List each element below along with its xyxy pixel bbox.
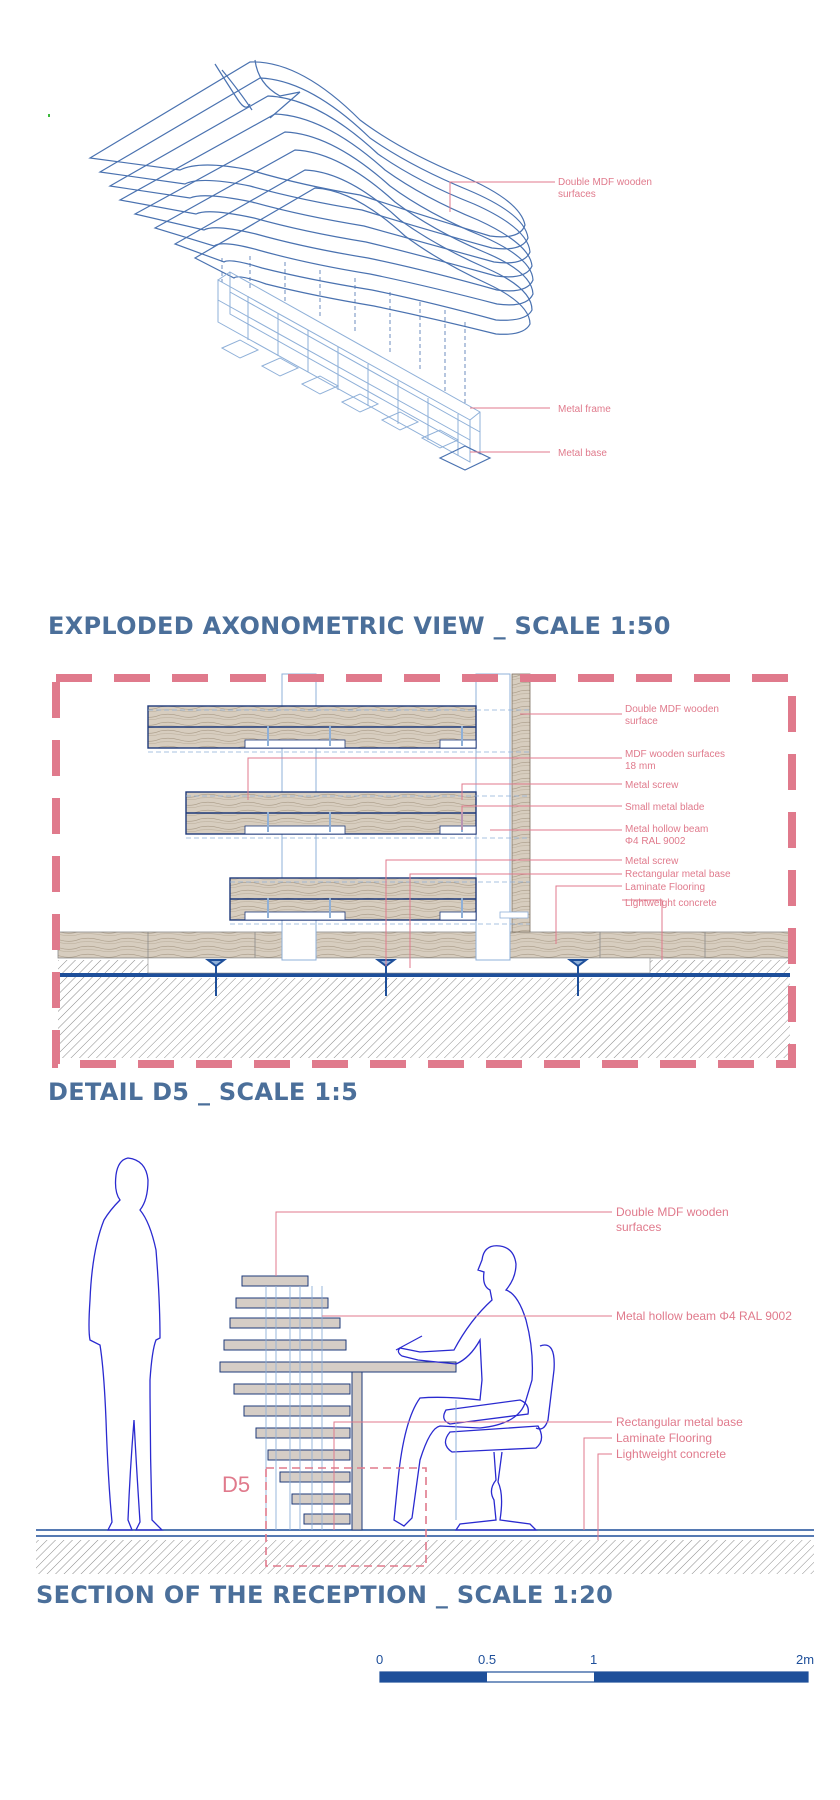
section-drawing [36,1157,814,1574]
detail-label-double-mdf-2: surface [625,716,658,727]
steel-base-plate [58,973,790,977]
seated-person [393,1245,534,1527]
scale-bar [379,1671,809,1683]
detail-label-hollow-beam-1: Metal hollow beam [625,824,708,835]
detail-label-mdf-surfaces-2: 18 mm [625,761,656,772]
detail-label-mdf-surfaces-1: MDF wooden surfaces [625,749,725,760]
mdf-wooden-surfaces [88,59,534,335]
d5-marker-label: D5 [222,1472,250,1497]
detail-label-laminate: Laminate Flooring [625,882,705,893]
detail-label-hollow-beam-2: Φ4 RAL 9002 [625,836,686,847]
shelf-bottom [229,877,477,921]
section-ground-hatch [36,1540,814,1574]
section-label-concrete: Lightweight concrete [616,1447,726,1461]
metal-bases [220,339,492,471]
section-label-double-mdf-2: surfaces [616,1220,661,1234]
metal-frame [217,271,481,463]
detail-drawing [52,673,796,1068]
detail-frame [52,674,796,1068]
laminate-flooring [57,931,791,959]
section-label-laminate: Laminate Flooring [616,1431,712,1445]
axonometric-drawing [48,59,555,471]
vertical-panel [511,673,531,933]
d5-marker-box [265,1467,427,1567]
section-title: SECTION OF THE RECEPTION _ SCALE 1:20 [36,1581,613,1609]
detail-label-metal-screw-2: Metal screw [625,856,679,867]
label-metal-base: Metal base [558,448,607,459]
detail-label-rect-base: Rectangular metal base [625,869,731,880]
section-label-double-mdf-1: Double MDF wooden [616,1205,729,1219]
label-metal-frame: Metal frame [558,404,611,415]
detail-label-concrete: Lightweight concrete [625,898,717,909]
standing-person [88,1157,164,1531]
shelf-top [147,705,477,749]
detail-title: DETAIL D5 _ SCALE 1:5 [48,1078,358,1106]
hanger-lines [221,256,466,406]
label-double-mdf-line2: surfaces [558,189,596,200]
axonometric-title: EXPLODED AXONOMETRIC VIEW _ SCALE 1:50 [48,612,671,640]
reception-slabs [219,1275,457,1525]
section-label-hollow-beam: Metal hollow beam Φ4 RAL 9002 [616,1309,792,1323]
scale-tick-0: 0 [376,1652,383,1667]
detail-label-small-metal-blade: Small metal blade [625,802,705,813]
detail-label-metal-screw: Metal screw [625,780,679,791]
scale-tick-1: 1 [590,1652,597,1667]
scale-tick-05: 0.5 [478,1652,496,1667]
section-label-rect-base: Rectangular metal base [616,1415,743,1429]
ground-hatch [58,978,790,1058]
detail-label-double-mdf-1: Double MDF wooden [625,704,719,715]
scale-tick-2m: 2m [796,1652,814,1667]
label-double-mdf-line1: Double MDF wooden [558,177,652,188]
